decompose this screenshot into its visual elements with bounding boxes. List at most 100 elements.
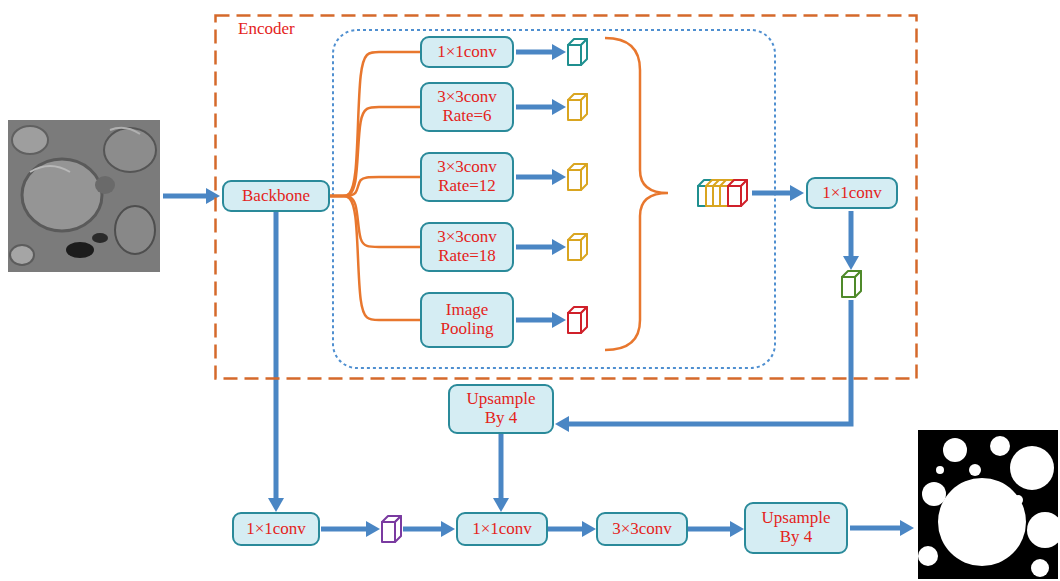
process-box: Image Pooling <box>420 292 514 348</box>
feature-map <box>568 94 587 120</box>
connector-line <box>330 196 420 320</box>
feature-map <box>382 516 401 542</box>
box-label: 3×3conv Rate=6 <box>428 88 506 125</box>
pore-rim <box>110 128 140 134</box>
mask-blob <box>1031 559 1049 577</box>
flow-arrow <box>548 521 596 537</box>
box-label: 1×1conv <box>437 43 497 62</box>
connector-line <box>688 527 732 532</box>
encoder-border <box>216 16 917 379</box>
process-box: 3×3conv Rate=18 <box>420 222 514 272</box>
box-label: Upsample By 4 <box>456 390 546 427</box>
arrow-head <box>268 498 284 512</box>
split-brace <box>330 196 420 320</box>
connector-line <box>330 196 420 247</box>
connector-line <box>274 212 279 500</box>
split-brace <box>330 196 420 247</box>
connector-line <box>330 177 420 196</box>
hole <box>92 233 108 243</box>
box-label: 1×1conv <box>246 520 306 539</box>
arrow-head <box>900 520 914 536</box>
aspp-region <box>333 30 775 368</box>
box-label: 3×3conv Rate=12 <box>428 158 506 195</box>
arrow-line <box>850 526 902 531</box>
arrow-head <box>366 521 380 537</box>
process-box: 1×1conv <box>806 177 898 209</box>
box-label: Upsample By 4 <box>752 509 840 546</box>
process-box: 3×3conv Rate=12 <box>420 152 514 202</box>
arrow-head <box>552 99 566 115</box>
output-mask <box>918 430 1060 579</box>
process-box: 1×1conv <box>232 512 320 546</box>
arrow-head <box>555 416 569 432</box>
process-box: Backbone <box>222 180 330 212</box>
pore <box>10 245 34 265</box>
connector-line <box>499 434 504 500</box>
arrow-head <box>730 521 744 537</box>
process-box: 3×3conv Rate=6 <box>420 82 514 132</box>
process-box: 3×3conv <box>596 512 688 546</box>
mask-blob <box>943 438 967 462</box>
box-label: 1×1conv <box>472 520 532 539</box>
connector-line <box>330 52 420 196</box>
mask-blob <box>969 464 981 476</box>
hole <box>66 242 94 258</box>
mask-blob <box>1027 512 1060 548</box>
box-label: 3×3conv <box>612 520 672 539</box>
flow-arrow <box>688 521 744 537</box>
flow-arrows <box>163 44 914 537</box>
split-brace <box>330 107 420 196</box>
arrow-line <box>403 527 443 532</box>
arrow-line <box>163 194 208 199</box>
arrow-line <box>321 527 368 532</box>
arrow-head <box>552 169 566 185</box>
concat-map <box>728 180 747 206</box>
arrow-line <box>516 175 554 180</box>
process-box: Upsample By 4 <box>744 502 848 554</box>
feature-map <box>568 307 587 333</box>
arrow-line <box>516 105 554 110</box>
merge-brace <box>605 38 668 350</box>
arrow-head <box>441 521 455 537</box>
arrow-line <box>516 50 554 55</box>
box-label: 1×1conv <box>822 184 882 203</box>
arrow-line <box>567 300 851 424</box>
feature-map <box>568 234 587 260</box>
feature-map <box>568 39 587 65</box>
process-box: 1×1conv <box>420 36 514 68</box>
arrow-line <box>752 191 792 196</box>
flow-arrow <box>493 434 509 512</box>
mask-blob <box>990 436 1010 456</box>
pore <box>22 159 102 231</box>
feature-map <box>568 164 587 190</box>
group-heading: Encoder <box>238 20 295 39</box>
arrow-line <box>516 245 554 250</box>
micrograph-ground <box>8 120 160 272</box>
arrow-head <box>552 239 566 255</box>
pore <box>115 206 155 254</box>
process-box: Upsample By 4 <box>448 384 554 434</box>
mask-blob <box>922 482 946 506</box>
pore <box>104 128 156 172</box>
arrow-head <box>552 312 566 328</box>
mask-blob <box>918 546 938 566</box>
split-brace <box>330 177 420 196</box>
arrow-head <box>206 188 220 204</box>
box-label: 3×3conv Rate=18 <box>428 228 506 265</box>
arrow-head <box>552 44 566 60</box>
mask-blob <box>938 478 1026 566</box>
arrow-line <box>516 318 554 323</box>
box-label: Image Pooling <box>428 301 506 338</box>
arrow-head <box>790 185 804 201</box>
arrow-line <box>849 211 854 258</box>
arrow-head <box>843 256 859 270</box>
encoder-region: EncoderBackbone 1×1conv 3×3conv Rate=6 3×3c… <box>214 14 918 380</box>
process-box: 1×1conv <box>456 512 548 546</box>
mask-blob <box>1013 495 1023 505</box>
mask-blob <box>936 466 944 474</box>
pore <box>12 126 48 154</box>
arrow-head <box>493 498 509 512</box>
